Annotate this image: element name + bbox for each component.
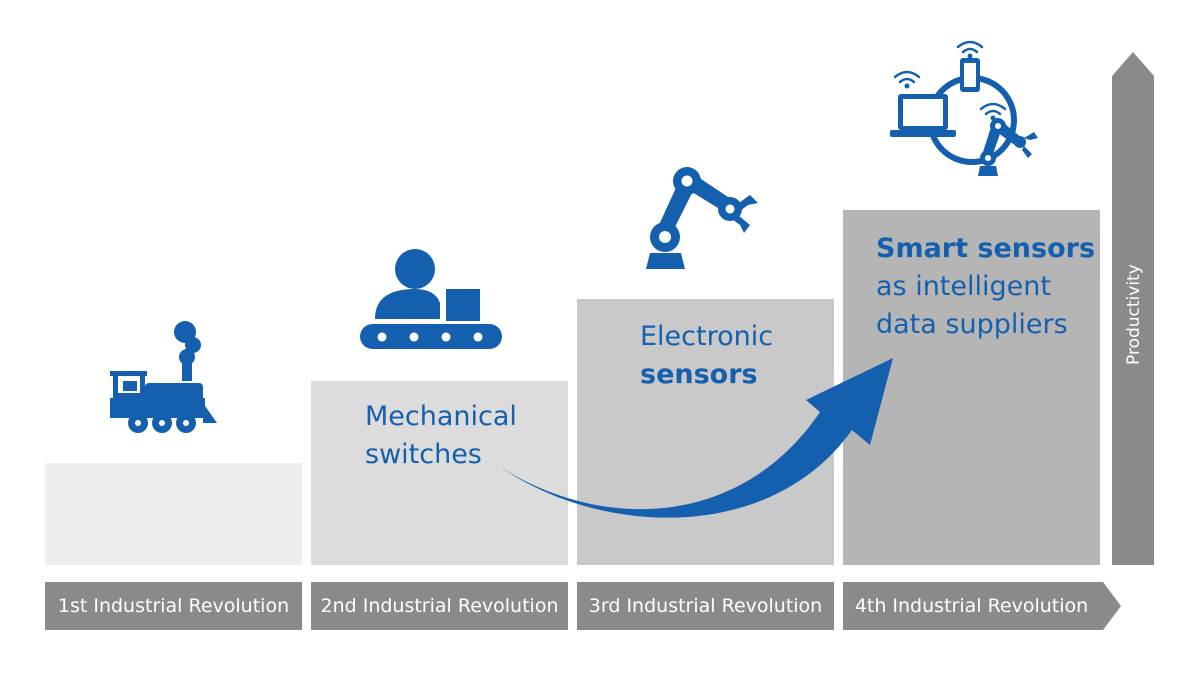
stage-label-3: 3rd Industrial Revolution (577, 582, 834, 630)
stage-label-1: 1st Industrial Revolution (45, 582, 302, 630)
stage-text-3-line-1: Electronic (640, 321, 774, 352)
stage-label-4-bg (843, 582, 1121, 630)
step-2 (311, 381, 568, 565)
stage-text-4-line-2: as intelligent (876, 271, 1051, 302)
stage-text-3: Electronic sensors (640, 318, 773, 394)
stage-text-2: Mechanical switches (365, 398, 517, 474)
step-1 (45, 463, 302, 565)
stage-text-4-line-1: Smart sensors (876, 233, 1096, 264)
step-3 (577, 299, 834, 565)
robot-arm-icon (646, 167, 758, 269)
productivity-arrow (1112, 52, 1154, 565)
stage-text-4: Smart sensors as intelligent data suppli… (876, 230, 1095, 344)
stage-text-3-line-2: sensors (640, 359, 758, 390)
steam-locomotive-icon (110, 321, 217, 433)
step-4 (843, 210, 1100, 565)
connected-devices-icon (890, 40, 1038, 176)
stage-text-2-line-1: Mechanical (365, 401, 517, 432)
stage-label-2: 2nd Industrial Revolution (311, 582, 568, 630)
stage-text-4-line-3: data suppliers (876, 309, 1068, 340)
worker-conveyor-icon (360, 249, 502, 349)
productivity-label: Productivity (1124, 264, 1144, 365)
stage-label-4: 4th Industrial Revolution (854, 595, 1089, 617)
stage-text-2-line-2: switches (365, 439, 482, 470)
